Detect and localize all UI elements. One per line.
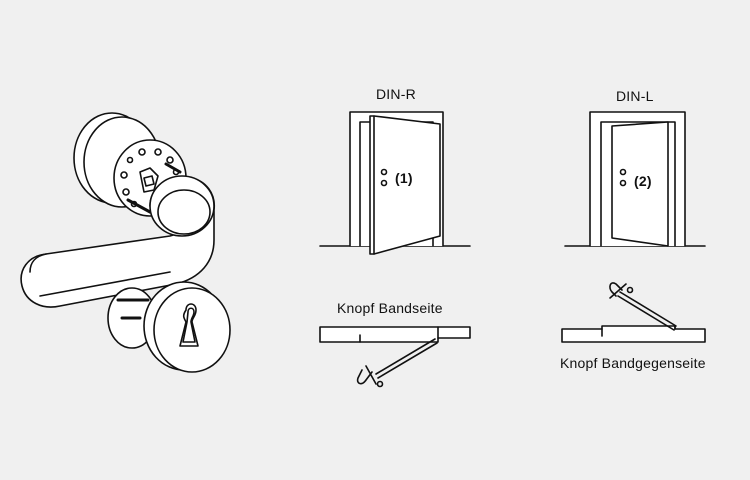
plan-hinge-side bbox=[319, 326, 471, 388]
lower-cylinder-rosette bbox=[107, 281, 231, 373]
din-r-door-leaf bbox=[369, 115, 441, 255]
knob-opposite-hinge-side-label: Knopf Bandgegenseite bbox=[560, 355, 706, 371]
door-r-number: (1) bbox=[395, 170, 413, 186]
din-l-handle-icon bbox=[619, 168, 627, 176]
lever-handle bbox=[20, 175, 215, 308]
din-l-frame-inner bbox=[600, 121, 676, 247]
knob-hinge-side-label: Knopf Bandseite bbox=[337, 300, 443, 316]
din-l-label: DIN-L bbox=[616, 88, 654, 104]
din-r-handle-icon bbox=[380, 168, 388, 176]
hinge-side-door-swing bbox=[375, 338, 438, 379]
plan-opposite-hinge-side bbox=[561, 282, 706, 343]
din-l-door-leaf bbox=[611, 121, 669, 247]
din-l-door bbox=[564, 111, 706, 247]
handle-set-illustration bbox=[20, 112, 231, 373]
din-r-label: DIN-R bbox=[376, 86, 416, 102]
door-l-number: (2) bbox=[634, 173, 652, 189]
opposite-side-door-swing bbox=[617, 291, 677, 331]
din-r-door bbox=[319, 111, 471, 255]
din-l-lock-icon bbox=[619, 179, 627, 187]
din-r-lock-icon bbox=[380, 179, 388, 187]
